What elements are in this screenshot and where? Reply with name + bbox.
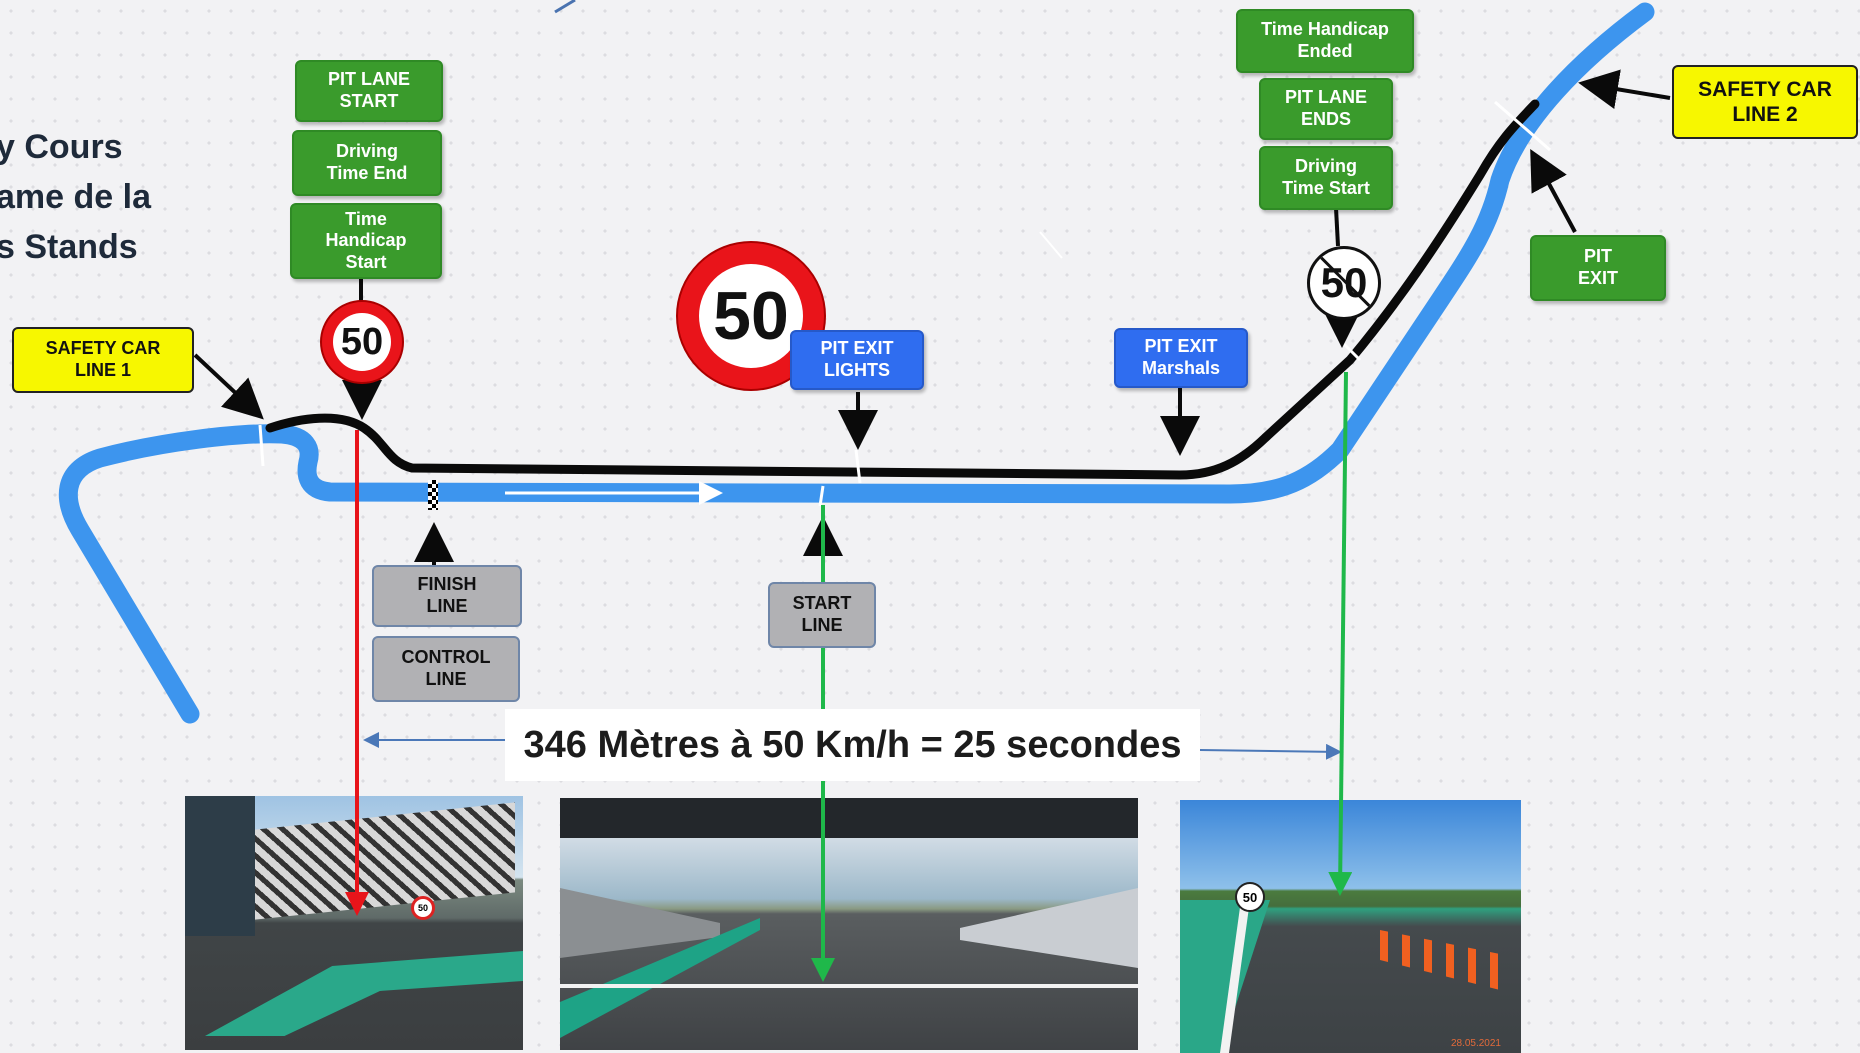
photo-sign: 50 [411,896,435,920]
safety-car-line-2-label: SAFETY CAR LINE 2 [1672,65,1858,139]
green-marker-line-end [1328,371,1353,896]
safety-line-2-marker [1494,100,1551,152]
pit-exit-label: PIT EXIT [1530,235,1666,301]
safety-car-line-1-label: SAFETY CAR LINE 1 [12,327,194,393]
arrow-pit-exit [1530,148,1577,233]
photo-start-line [560,984,1138,988]
pit-lane-ends-label: PIT LANE ENDS [1259,78,1393,140]
measure-arrow-right [1199,743,1342,760]
end-speed-limit-sign: 50 [1307,246,1381,320]
stray-mark [1039,231,1063,259]
control-line-label: CONTROL LINE [372,636,520,702]
speed-limit-sign-large: 50 [676,241,826,391]
measurement-label: 346 Mètres à 50 Km/h = 25 secondes [505,709,1200,781]
photo-sign: 50 [1235,882,1265,912]
driving-time-start-label: Driving Time Start [1259,146,1393,210]
pit-exit-lights-marker [854,449,862,484]
driving-time-end-label: Driving Time End [292,130,442,196]
time-handicap-ended-label: Time Handicap Ended [1236,9,1414,73]
photo-building [185,796,255,936]
end-limit-number: 50 [1320,259,1368,306]
photo-timestamp: 28.05.2021 [1450,1038,1501,1049]
pit-lane-start-label: PIT LANE START [295,60,443,122]
start-line-label: START LINE [768,582,876,648]
photo-gantry [560,798,1138,838]
speed-limit-small-face: 50 [333,313,391,371]
title-line-3: s Stands [0,228,138,266]
speed-limit-large-face: 50 [699,264,803,368]
speed-limit-sign-small: 50 [320,300,404,384]
photo-pit-entry: 50 [185,796,523,1050]
arrow-safety-car-2 [1578,69,1671,109]
photo-pit-exit: 50 28.05.2021 [1180,800,1521,1053]
main-track [58,2,1655,724]
arrow-safety-car-1 [193,353,264,420]
finish-line-label: FINISH LINE [372,565,522,627]
finish-checker [428,480,438,510]
safety-line-1-marker [258,424,265,467]
photo-pit-straight [560,798,1138,1050]
start-line-marker [818,485,825,507]
pit-lane [265,99,1540,480]
title-line-1: y Cours [0,128,123,166]
time-handicap-start-label: Time Handicap Start [290,203,442,279]
pit-exit-marshals-label: PIT EXIT Marshals [1114,328,1248,388]
connector-right-stack [1334,207,1340,247]
edge-fragment [554,0,576,14]
pit-exit-lights-label: PIT EXIT LIGHTS [790,330,924,390]
title-line-2: ame de la [0,178,151,216]
